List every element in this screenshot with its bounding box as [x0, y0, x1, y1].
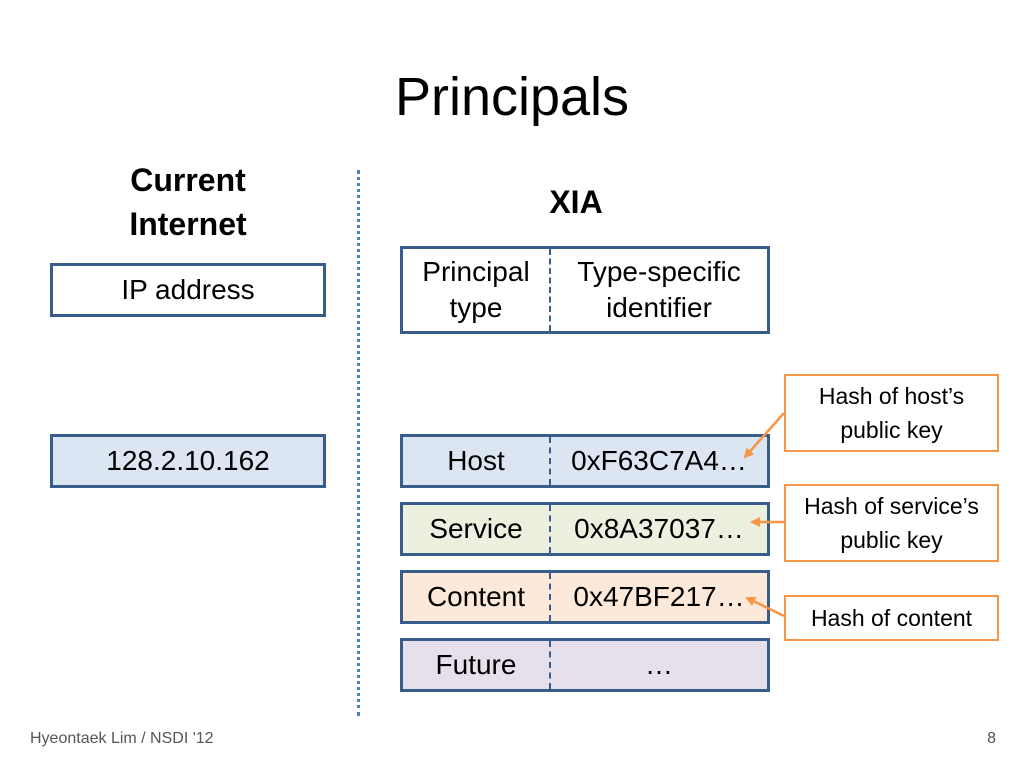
principal-row-service: Service 0x8A37037…	[400, 502, 770, 556]
callout-service-line1: Hash of service’s	[804, 493, 979, 519]
identifier-cell: …	[645, 649, 673, 680]
xia-heading: XIA	[549, 184, 603, 220]
current-internet-heading: Current Internet	[88, 158, 288, 246]
ip-address-label: IP address	[121, 274, 255, 305]
identifier-cell: 0x8A37037…	[574, 513, 744, 544]
column-divider	[357, 170, 360, 716]
current-internet-heading-line1: Current	[130, 162, 246, 198]
callout-service-line2: public key	[840, 527, 943, 553]
principal-type-header-line1: Principal	[422, 256, 530, 287]
current-internet-heading-line2: Internet	[129, 206, 247, 242]
principal-row-future: Future …	[400, 638, 770, 692]
identifier-header-line1: Type-specific	[577, 256, 741, 287]
type-specific-identifier-header: Type-specific identifier	[551, 249, 767, 331]
principal-row-content: Content 0x47BF217…	[400, 570, 770, 624]
footer-author: Hyeontaek Lim / NSDI '12	[30, 730, 214, 747]
callout-host-key: Hash of host’s public key	[784, 374, 999, 452]
principal-row-host: Host 0xF63C7A4…	[400, 434, 770, 488]
ip-address-box: IP address	[50, 263, 326, 317]
callout-service-key: Hash of service’s public key	[784, 484, 999, 562]
principal-type-cell: Content	[403, 573, 551, 621]
xia-header-row: Principal type Type-specific identifier	[400, 246, 770, 334]
callout-content-line1: Hash of content	[810, 605, 973, 631]
slide-title: Principals	[394, 67, 630, 127]
callout-host-line2: public key	[840, 417, 943, 443]
principal-type-header: Principal type	[403, 249, 551, 331]
page-number: 8	[987, 730, 996, 747]
principal-type-cell: Future	[403, 641, 551, 689]
identifier-header-line2: identifier	[606, 292, 712, 323]
ip-example-value: 128.2.10.162	[106, 445, 270, 476]
identifier-cell: 0x47BF217…	[573, 581, 745, 612]
callout-content-hash: Hash of content	[784, 595, 999, 641]
callout-host-line1: Hash of host’s	[818, 383, 965, 409]
ip-example-box: 128.2.10.162	[50, 434, 326, 488]
identifier-cell: 0xF63C7A4…	[571, 445, 747, 476]
principal-type-cell: Host	[403, 437, 551, 485]
principal-type-cell: Service	[403, 505, 551, 553]
principal-type-header-line2: type	[449, 292, 503, 323]
